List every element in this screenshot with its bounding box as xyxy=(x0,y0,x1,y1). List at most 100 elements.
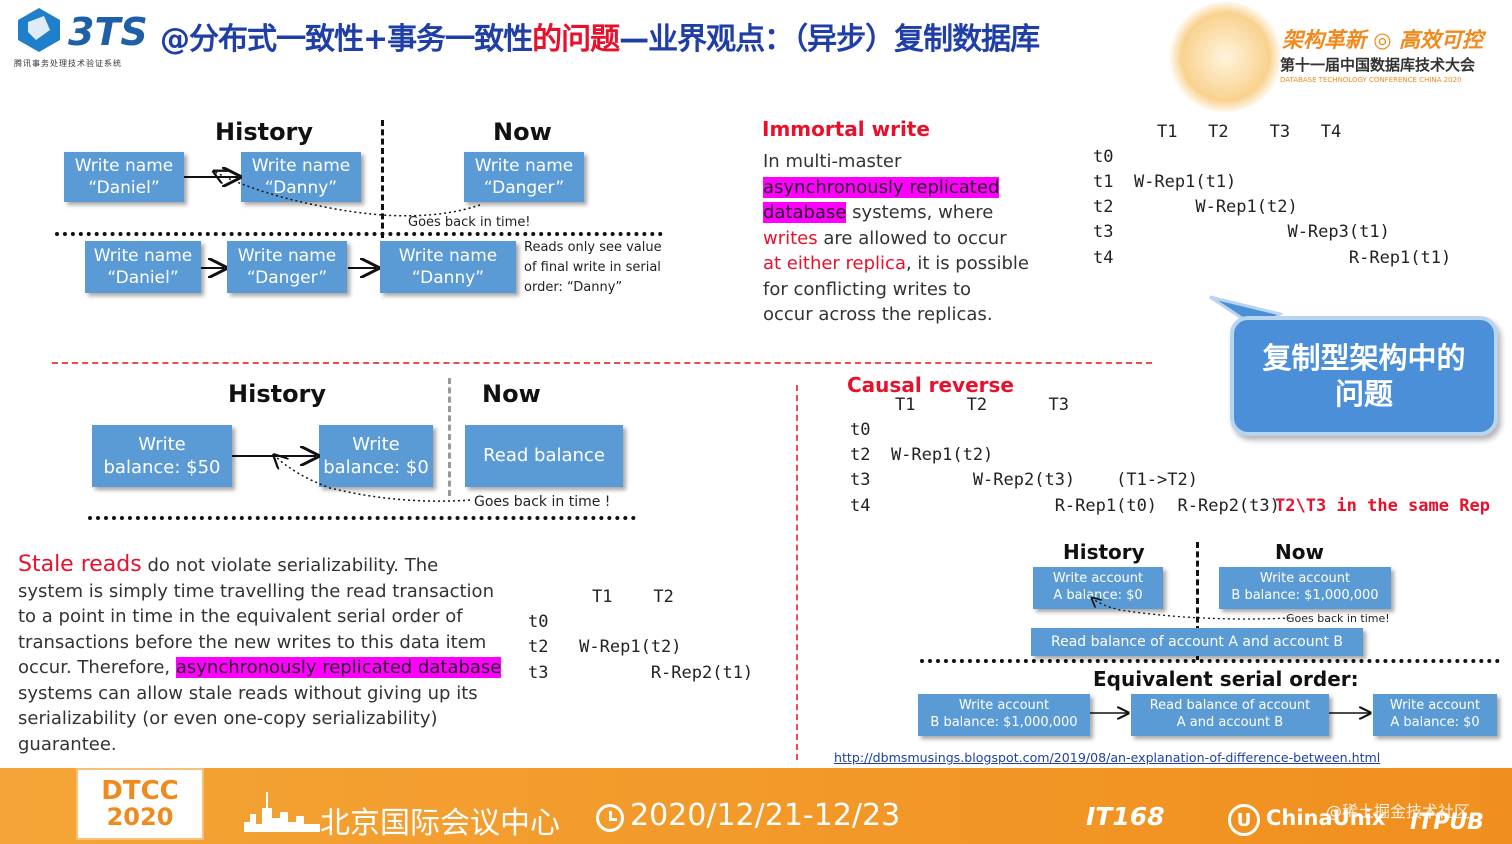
immortal-paragraph: In multi-master asynchronously replicate… xyxy=(763,149,1063,328)
stale-heading: Stale reads xyxy=(18,552,142,577)
immortal-line7: occur across the replicas. xyxy=(763,304,993,325)
schedule1-row: t2 W-Rep1(t2) xyxy=(1093,197,1298,217)
stale-line7: serializability (or even one-copy serial… xyxy=(18,708,438,729)
chinaunix-icon: U xyxy=(1228,804,1260,836)
stale-line4: transactions before the new writes to th… xyxy=(18,631,487,653)
now-label: Now xyxy=(482,380,541,408)
stale-line1: Stale reads do not violate serializabili… xyxy=(18,552,513,579)
immortal-line5-text: , it is possible xyxy=(905,253,1030,274)
section-divider-vertical xyxy=(796,385,798,760)
dtcc-text: DTCC xyxy=(101,775,179,806)
box-equiv-read: Read balance of account A and account B xyxy=(1131,694,1329,736)
watermark: @稀土掘金技术社区 xyxy=(1326,802,1471,821)
immortal-line2: asynchronously replicated xyxy=(763,175,1063,201)
page-title: @分布式一致性+事务一致性的问题—业界观点：（异步）复制数据库 xyxy=(160,14,1040,58)
venue-text: 北京国际会议中心 xyxy=(320,806,560,841)
timeline-divider xyxy=(381,120,384,238)
goes-back-label: Goes back in time! xyxy=(408,215,531,230)
skyline-icon xyxy=(244,788,320,838)
red-writes: writes xyxy=(763,227,818,249)
arrows-diagram3 xyxy=(900,560,1500,740)
clock-icon xyxy=(596,804,624,832)
causal-heading: Causal reverse xyxy=(847,373,1014,397)
schedule1-row: t4 R-Rep1(t1) xyxy=(1093,248,1452,268)
title-prefix: @分布式一致性+事务一致性 xyxy=(160,22,533,57)
immortal-line5: at either replica, it is possible xyxy=(763,251,1063,277)
logo-text: 3TS xyxy=(68,10,148,54)
schedule1-cols: T1 T2 T3 T4 xyxy=(1157,122,1342,142)
stale-reads-paragraph: Stale reads do not violate serializabili… xyxy=(18,552,513,757)
schedule1-row: t3 W-Rep3(t1) xyxy=(1093,222,1390,242)
immortal-line3: database systems, where xyxy=(763,200,1063,226)
immortal-line3-text: systems, where xyxy=(846,202,994,223)
immortal-heading: Immortal write xyxy=(762,117,930,141)
history-label: History xyxy=(228,380,327,408)
timeline-divider xyxy=(448,378,451,496)
row-divider xyxy=(55,232,663,236)
title-suffix: —业界观点：（异步）复制数据库 xyxy=(619,22,1040,57)
highlight-async-db: asynchronously replicated database xyxy=(175,657,502,678)
schedule2-row: t2 W-Rep1(t2) xyxy=(528,637,682,657)
box-write-danger: Write name “Danger” xyxy=(464,152,584,202)
stale-line5-text: occur. Therefore, xyxy=(18,657,176,678)
box-equiv-write-b: Write account B balance: $1,000,000 xyxy=(918,694,1090,736)
conference-seal-icon xyxy=(1168,2,1283,112)
causal-row: t4 R-Rep1(t0) R-Rep2(t3) xyxy=(850,496,1280,516)
callout-bubble: 复制型架构中的 问题 xyxy=(1230,316,1498,436)
dtcc-year: 2020 xyxy=(106,802,174,831)
diagram3-divider xyxy=(920,659,1500,663)
stale-line8: guarantee. xyxy=(18,733,117,755)
box-equiv-write-a: Write account A balance: $0 xyxy=(1373,694,1497,736)
red-replica: at either replica xyxy=(763,253,906,274)
history-label: History xyxy=(1063,540,1145,564)
immortal-line4: writes are allowed to occur xyxy=(763,226,1063,252)
now-label: Now xyxy=(493,118,552,146)
stale-line6: systems can allow stale reads without gi… xyxy=(18,682,478,704)
box-write-50: Write balance: $50 xyxy=(92,425,232,487)
reference-link[interactable]: http://dbmsmusings.blogspot.com/2019/08/… xyxy=(834,750,1381,765)
causal-red-note: T2\T3 in the same Rep xyxy=(1275,496,1490,516)
date-text: 2020/12/21-12/23 xyxy=(630,798,901,833)
stale-line5: occur. Therefore, asynchronously replica… xyxy=(18,655,513,681)
section-divider-horizontal xyxy=(52,362,1152,364)
equivalent-order-label: Equivalent serial order: xyxy=(1093,667,1359,691)
immortal-line1: In multi-master xyxy=(763,151,902,172)
footer: DTCC 2020 北京国际会议中心 2020/12/21-12/23 IT16… xyxy=(0,768,1512,844)
immortal-line4-text: are allowed to occur xyxy=(817,227,1007,249)
box-write-daniel: Write name “Daniel” xyxy=(64,152,184,202)
causal-row: t0 xyxy=(850,420,871,440)
immortal-line6: for conflicting writes to xyxy=(763,278,972,300)
goes-back-label: Goes back in time ! xyxy=(474,494,611,510)
box-write-a: Write account A balance: $0 xyxy=(1033,567,1163,609)
box-write-danny: Write name “Danny” xyxy=(241,152,361,202)
box-row2-daniel: Write name “Daniel” xyxy=(85,241,201,293)
conference-en: DATABASE TECHNOLOGY CONFERENCE CHINA 202… xyxy=(1280,76,1462,84)
header: 3TS 腾讯事务处理技术验证系统 @分布式一致性+事务一致性的问题—业界观点：（… xyxy=(0,0,1512,112)
box-read-ab: Read balance of account A and account B xyxy=(1031,628,1363,656)
highlight-async: asynchronously replicated xyxy=(763,176,1000,198)
schedule2-cols: T1 T2 xyxy=(592,587,674,607)
schedule1-row: t1 W-Rep1(t1) xyxy=(1093,172,1237,192)
causal-row: t2 W-Rep1(t2) xyxy=(850,445,994,465)
now-label: Now xyxy=(1275,540,1324,564)
causal-row: t3 W-Rep2(t3) (T1->T2) xyxy=(850,470,1198,490)
arrows-diagram2 xyxy=(232,360,471,502)
stale-line1-text: do not violate serializability. The xyxy=(141,555,439,576)
dtcc-logo: DTCC 2020 xyxy=(76,768,204,840)
title-red: 的问题 xyxy=(532,22,620,57)
box-row2-danger: Write name “Danger” xyxy=(227,241,347,293)
arrows-row1 xyxy=(184,0,481,320)
box-write-b: Write account B balance: $1,000,000 xyxy=(1219,567,1391,609)
history-label: History xyxy=(215,118,314,146)
schedule2-row: t3 R-Rep2(t1) xyxy=(528,663,754,683)
sponsor-chinaunix: ChinaUnix xyxy=(1266,806,1386,830)
logo-icon xyxy=(14,6,64,54)
timeline-divider xyxy=(1196,542,1199,660)
schedule1-row: t0 xyxy=(1093,147,1114,167)
slogan: 架构革新 ◎ 高效可控 xyxy=(1282,28,1483,52)
goes-back-label: Goes back in time! xyxy=(1286,612,1390,625)
causal-cols: T1 T2 T3 xyxy=(895,395,1069,415)
diagram2-baseline xyxy=(88,516,636,520)
highlight-database: database xyxy=(763,202,847,223)
logo-subtitle: 腾讯事务处理技术验证系统 xyxy=(14,59,122,68)
